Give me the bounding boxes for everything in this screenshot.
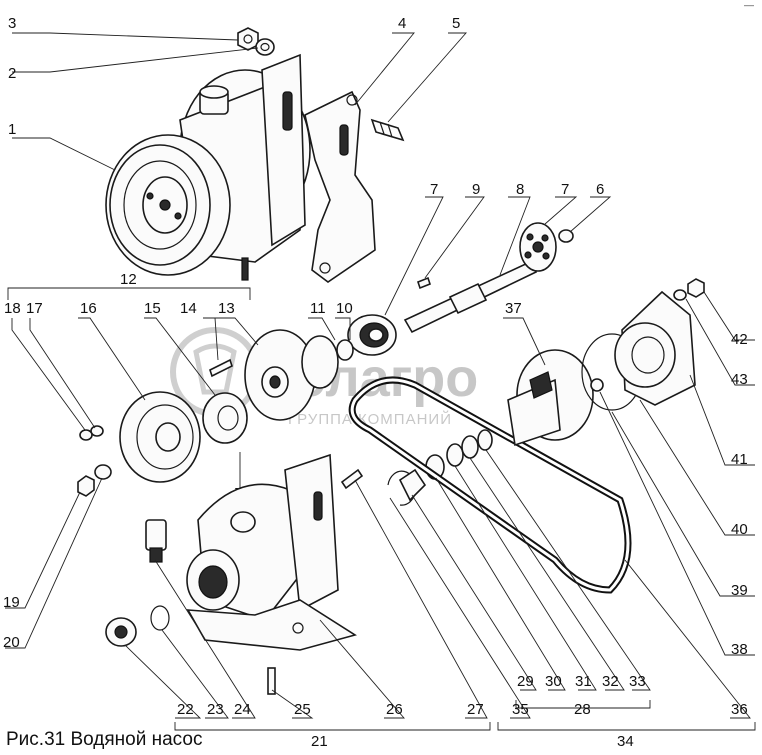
part-15-seal [202,392,248,444]
callout-19: 19 [3,594,20,611]
callout-29: 29 [517,673,534,690]
part-36-belt [348,376,632,594]
part-20-washer [94,464,112,480]
callout-22: 22 [177,701,194,718]
part-38-washer [590,378,604,392]
callout-28: 28 [574,701,591,718]
callout-37: 37 [505,300,522,317]
callout-1: 1 [8,121,16,138]
part-24-fitting [145,519,167,563]
callout-16: 16 [80,300,97,317]
part-5-stud [370,118,405,142]
callout-15: 15 [144,300,161,317]
part-31-ring [446,443,464,467]
callouts: 3 2 1 4 5 7 9 8 7 6 12 18 17 16 15 14 13… [3,15,748,750]
part-22-plug [105,617,137,647]
callout-38: 38 [731,641,748,658]
callout-3: 3 [8,15,16,32]
callout-30: 30 [545,673,562,690]
callout-35: 35 [512,701,529,718]
part-9-key [417,276,431,290]
callout-10: 10 [336,300,353,317]
part-25-stud [267,667,276,695]
part-41-cover [614,290,696,406]
part-37-impeller [507,349,594,447]
part-13-pulley-hub [244,329,339,421]
callout-27: 27 [467,701,484,718]
part-42-nut [687,278,705,298]
part-3-nut [237,27,259,51]
part-10-ring [336,339,354,361]
callout-4: 4 [398,15,406,32]
part-14-pin [209,358,233,378]
callout-7b: 7 [561,181,569,198]
callout-20: 20 [3,634,20,651]
part-16-pulley [119,391,201,483]
part-7-bearing [519,222,557,272]
part-11-bearing [347,314,397,356]
callout-40: 40 [731,521,748,538]
figure-caption: Рис.31 Водяной насос [6,729,203,750]
callout-36: 36 [731,701,748,718]
callout-2: 2 [8,65,16,82]
part-2-washer [255,38,275,56]
leader-lines [5,32,756,731]
callout-31: 31 [575,673,592,690]
callout-26: 26 [386,701,403,718]
callout-8: 8 [516,181,524,198]
callout-24: 24 [234,701,251,718]
callout-39: 39 [731,582,748,599]
part-27-stud [340,468,364,490]
callout-21: 21 [311,733,328,750]
callout-33: 33 [629,673,646,690]
callout-18: 18 [4,300,21,317]
callout-25: 25 [294,701,311,718]
part-8-shaft [403,260,538,334]
part-43-washer [673,289,687,301]
callout-9: 9 [472,181,480,198]
callout-23: 23 [207,701,224,718]
callout-6: 6 [596,181,604,198]
callout-13: 13 [218,300,235,317]
corner-mark: ‒‒ [744,0,754,10]
callout-12: 12 [120,271,137,288]
part-29-spacer [398,468,427,502]
part-19-nut [77,475,95,497]
part-4-bracket [304,90,376,283]
part-23-oring [150,605,170,631]
callout-5: 5 [452,15,460,32]
part-17-washer [90,425,104,437]
part-21-housing [186,453,357,651]
callout-42: 42 [731,331,748,348]
watermark-subtitle: ГРУППА КОМПАНИЙ [288,410,452,428]
part-32-seal [461,435,479,459]
assembled-pump [105,53,311,281]
callout-34: 34 [617,733,634,750]
callout-17: 17 [26,300,43,317]
part-33-ring [477,429,493,451]
callout-7a: 7 [430,181,438,198]
callout-43: 43 [731,371,748,388]
callout-41: 41 [731,451,748,468]
callout-32: 32 [602,673,619,690]
callout-11: 11 [310,300,326,317]
part-18-nut [79,429,93,441]
callout-14: 14 [180,300,197,317]
part-6-washer [558,229,574,243]
